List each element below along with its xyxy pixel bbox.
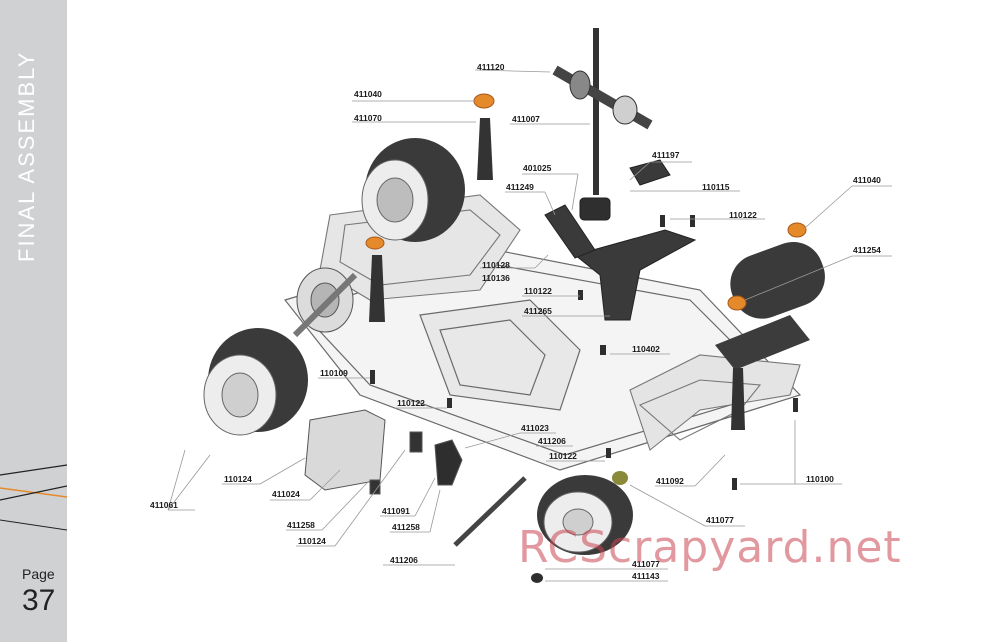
page-label: Page xyxy=(22,566,55,582)
front-wheel-bottom xyxy=(537,475,633,555)
part-label: 110128 xyxy=(482,260,510,270)
part-label: 411265 xyxy=(524,306,552,316)
part-label: 411258 xyxy=(287,520,315,530)
rear-wheel-bottom xyxy=(203,328,308,436)
front-top-plate xyxy=(544,159,697,321)
part-label: 110100 xyxy=(806,474,834,484)
part-label: 411040 xyxy=(853,175,881,185)
rear-axle-disc xyxy=(292,267,358,338)
front-suspension xyxy=(629,354,801,451)
part-label: 411206 xyxy=(390,555,418,565)
part-label: 110122 xyxy=(729,210,757,220)
part-label: 411023 xyxy=(521,423,549,433)
sidebar-decoration-lines xyxy=(0,464,67,531)
page-number: 37 xyxy=(22,584,56,617)
servo-and-parts xyxy=(304,409,527,547)
body-posts xyxy=(369,118,745,430)
part-label: 110124 xyxy=(224,474,252,484)
shock-absorber xyxy=(552,28,653,195)
part-label: 110115 xyxy=(702,182,730,192)
exploded-assembly-diagram xyxy=(167,28,892,583)
part-label: 411258 xyxy=(392,522,420,532)
part-label: 411091 xyxy=(382,506,410,516)
part-label: 110402 xyxy=(632,344,660,354)
part-label: 411206 xyxy=(538,436,566,446)
part-label: 110122 xyxy=(397,398,425,408)
screws xyxy=(370,215,798,583)
part-label: 411254 xyxy=(853,245,881,255)
sidebar: FINAL ASSEMBLY Page 37 xyxy=(0,0,67,642)
part-label: 110124 xyxy=(298,536,326,546)
part-label: 411077 xyxy=(706,515,734,525)
part-label: 411024 xyxy=(272,489,300,499)
part-label: 411249 xyxy=(506,182,534,192)
part-label: 411070 xyxy=(354,113,382,123)
part-label: 110136 xyxy=(482,273,510,283)
part-label: 411197 xyxy=(652,150,680,160)
part-label: 411143 xyxy=(632,571,660,581)
part-label: 411092 xyxy=(656,476,684,486)
leader-lines xyxy=(167,69,892,582)
watermark: RCScrapyard.net xyxy=(518,522,902,573)
part-label: 110122 xyxy=(524,286,552,296)
part-label: 411061 xyxy=(150,500,178,510)
part-label: 110109 xyxy=(320,368,348,378)
part-label: 411120 xyxy=(477,62,505,72)
part-label: 411077 xyxy=(632,559,660,569)
part-label: 411007 xyxy=(512,114,540,124)
front-wheel-right xyxy=(715,241,825,370)
rear-wheel-top xyxy=(361,138,465,242)
part-label: 411040 xyxy=(354,89,382,99)
part-label: 401025 xyxy=(523,163,552,173)
part-label: 110122 xyxy=(549,451,577,461)
